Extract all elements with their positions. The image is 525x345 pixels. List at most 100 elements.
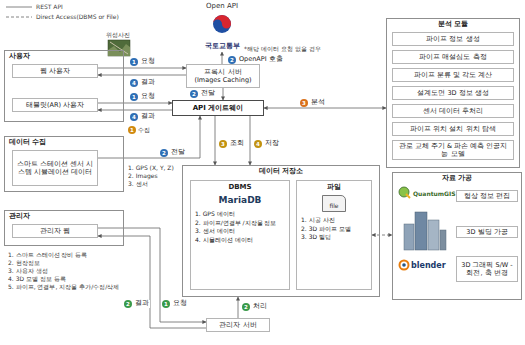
callout-number: 4 bbox=[254, 140, 262, 148]
note-text: 4. 3D 모델 정보 등록 bbox=[8, 275, 66, 283]
node-text: 3D 그래픽 S/W - 회전, 축 변경 bbox=[460, 261, 514, 277]
note-text: 1. 스마트 스테이션 장비 등록 bbox=[8, 251, 87, 259]
blender-dot bbox=[402, 263, 406, 267]
blender-ring bbox=[400, 261, 409, 270]
callout-number: 1 bbox=[128, 126, 136, 134]
node-text: 프록시 서버 bbox=[204, 68, 241, 76]
connector bbox=[238, 297, 239, 318]
node-text: 파이프 위치 설치 위치 탐색 bbox=[410, 125, 495, 133]
node-text: Open API bbox=[206, 2, 238, 11]
callout-number: 1 bbox=[130, 58, 138, 66]
node-text: DBMS bbox=[195, 183, 285, 192]
connector bbox=[98, 110, 172, 111]
node-text: 3. 3D 빌딩 bbox=[301, 233, 367, 241]
note-text: 위성사진 bbox=[106, 31, 130, 39]
edge-label: OpenAPI 호출 bbox=[238, 56, 284, 64]
node-text: API 게이트웨이 bbox=[193, 104, 244, 113]
satellite-photo bbox=[108, 40, 130, 56]
process-box: 형상 정보 편집 bbox=[456, 190, 518, 202]
process-box: 3D 빌딩 가공 bbox=[456, 226, 518, 238]
node-text: 관리자 bbox=[9, 212, 119, 221]
note-text: 3. 사용자 생성 bbox=[8, 267, 48, 275]
group-box: 사용자웹 사용자태블릿(AR) 사용자 bbox=[4, 50, 124, 122]
connector bbox=[264, 108, 386, 109]
node-text: 3D 빌딩 가공 bbox=[466, 228, 507, 236]
node-text: (Images Caching) bbox=[194, 76, 251, 84]
node-text: 사용자 bbox=[9, 52, 119, 61]
node-text: 데이터 수집 bbox=[9, 138, 119, 147]
group-box: 관리자관리자 웹 bbox=[4, 210, 124, 246]
blender-icon bbox=[400, 261, 409, 270]
edge-label: 요청 bbox=[172, 300, 188, 308]
callout-number: 1 bbox=[130, 93, 138, 101]
logo-node: Open API 국토교통부 bbox=[192, 2, 252, 52]
node-text: 형상 정보 편집 bbox=[464, 192, 510, 200]
node-text: 1. 시공 사진 bbox=[301, 216, 367, 224]
process-box: 태블릿(AR) 사용자 bbox=[12, 98, 98, 112]
callout-number: 2 bbox=[228, 56, 236, 64]
building-image bbox=[404, 212, 446, 250]
connector bbox=[222, 52, 223, 64]
edge-label: 저장 bbox=[264, 140, 280, 148]
group-box: 데이터 수집스마트 스테이션 센서 시스템 시뮬레이션 데이터 bbox=[4, 136, 124, 192]
note-text: 수집 bbox=[138, 126, 150, 134]
photo-frame bbox=[108, 40, 130, 56]
gateway-box: API 게이트웨이 bbox=[172, 100, 264, 116]
edge-label: 전달 bbox=[200, 90, 216, 98]
qgis-tail bbox=[406, 194, 410, 198]
photo-road bbox=[110, 42, 128, 54]
node-text: 1. GPS 데이터 bbox=[195, 210, 285, 218]
connector bbox=[98, 116, 200, 158]
logo-disc bbox=[213, 15, 231, 33]
process-box: 센서 데이터 후처리 bbox=[392, 104, 514, 118]
group-box: 자료 가공형상 정보 편집 3D 빌딩 가공 3D 그래픽 S/W - 회전, 축 … bbox=[392, 172, 522, 300]
qgis-circle bbox=[399, 187, 409, 197]
node-text: 자료 가공 bbox=[397, 174, 517, 183]
callout-number: 2 bbox=[160, 149, 168, 157]
legend-sample bbox=[6, 17, 32, 18]
node-text: 파이프 매설심도 측정 bbox=[419, 53, 486, 61]
process-box: 파이프 위치 설치 위치 탐색 bbox=[392, 122, 514, 136]
node-text: 설계도면 3D 정보 생성 bbox=[417, 89, 488, 97]
edge-label: 분석 bbox=[310, 99, 326, 107]
process-box: 스마트 스테이션 센서 시스템 시뮬레이션 데이터 bbox=[12, 150, 98, 186]
note-text: blender bbox=[411, 261, 446, 271]
note-text: 1. GPS (X, Y, Z) bbox=[128, 164, 174, 172]
note-text: *해당 데이터 요청 없을 경우 bbox=[244, 45, 321, 53]
node-text: 국토교통부 bbox=[205, 42, 240, 50]
group-box: 분석 모듈파이프 정보 생성파이프 매설심도 측정파이프 분류 및 각도 계산설… bbox=[386, 18, 520, 168]
connector bbox=[223, 88, 224, 100]
callout-number: 2 bbox=[124, 300, 132, 308]
group-box: 데이터 저장소DBMSMariaDB1. GPS 데이터2. 파이프/연결부 /… bbox=[182, 165, 380, 297]
building bbox=[440, 230, 446, 250]
node-text: 4. 시뮬레이션 데이터 bbox=[195, 236, 285, 244]
edge-label: 요청 bbox=[140, 58, 156, 66]
callout-number: 2 bbox=[242, 303, 250, 311]
process-box: 3D 그래픽 S/W - 회전, 축 변경 bbox=[456, 256, 518, 282]
node-text: 2. 3D 파이프 모델 bbox=[301, 225, 367, 233]
building bbox=[428, 220, 439, 250]
edge-label: 결과 bbox=[134, 300, 150, 308]
node-text: 웹 사용자 bbox=[40, 67, 70, 75]
edge-label: 요청 bbox=[140, 93, 156, 101]
edge-label: 전달 bbox=[170, 149, 186, 157]
node-text: 관리자 서버 bbox=[219, 321, 256, 329]
callout-number: 3 bbox=[300, 99, 308, 107]
node-text: 2. 파이프/연결부 /지장물 정보 bbox=[195, 219, 285, 227]
node-text: 파일 bbox=[301, 183, 367, 192]
building bbox=[404, 224, 414, 250]
edge-label: 처리 bbox=[252, 303, 268, 311]
node-text: 관리자 웹 bbox=[40, 227, 70, 235]
connector bbox=[250, 116, 251, 165]
callout-number: 3 bbox=[219, 140, 227, 148]
connector bbox=[372, 235, 392, 236]
connector bbox=[98, 68, 186, 69]
edge-label: 조회 bbox=[229, 140, 245, 148]
legend-text: REST API bbox=[36, 3, 63, 10]
node-text: 파이프 분류 및 각도 계산 bbox=[414, 71, 492, 79]
node-text: 센서 데이터 후처리 bbox=[423, 107, 483, 115]
process-box: 관로 교체 주기 & 파손 예측 인공지능 모델 bbox=[392, 140, 514, 160]
node-text: 파이프 정보 생성 bbox=[426, 35, 479, 43]
note-text: 2. Images bbox=[128, 172, 158, 180]
